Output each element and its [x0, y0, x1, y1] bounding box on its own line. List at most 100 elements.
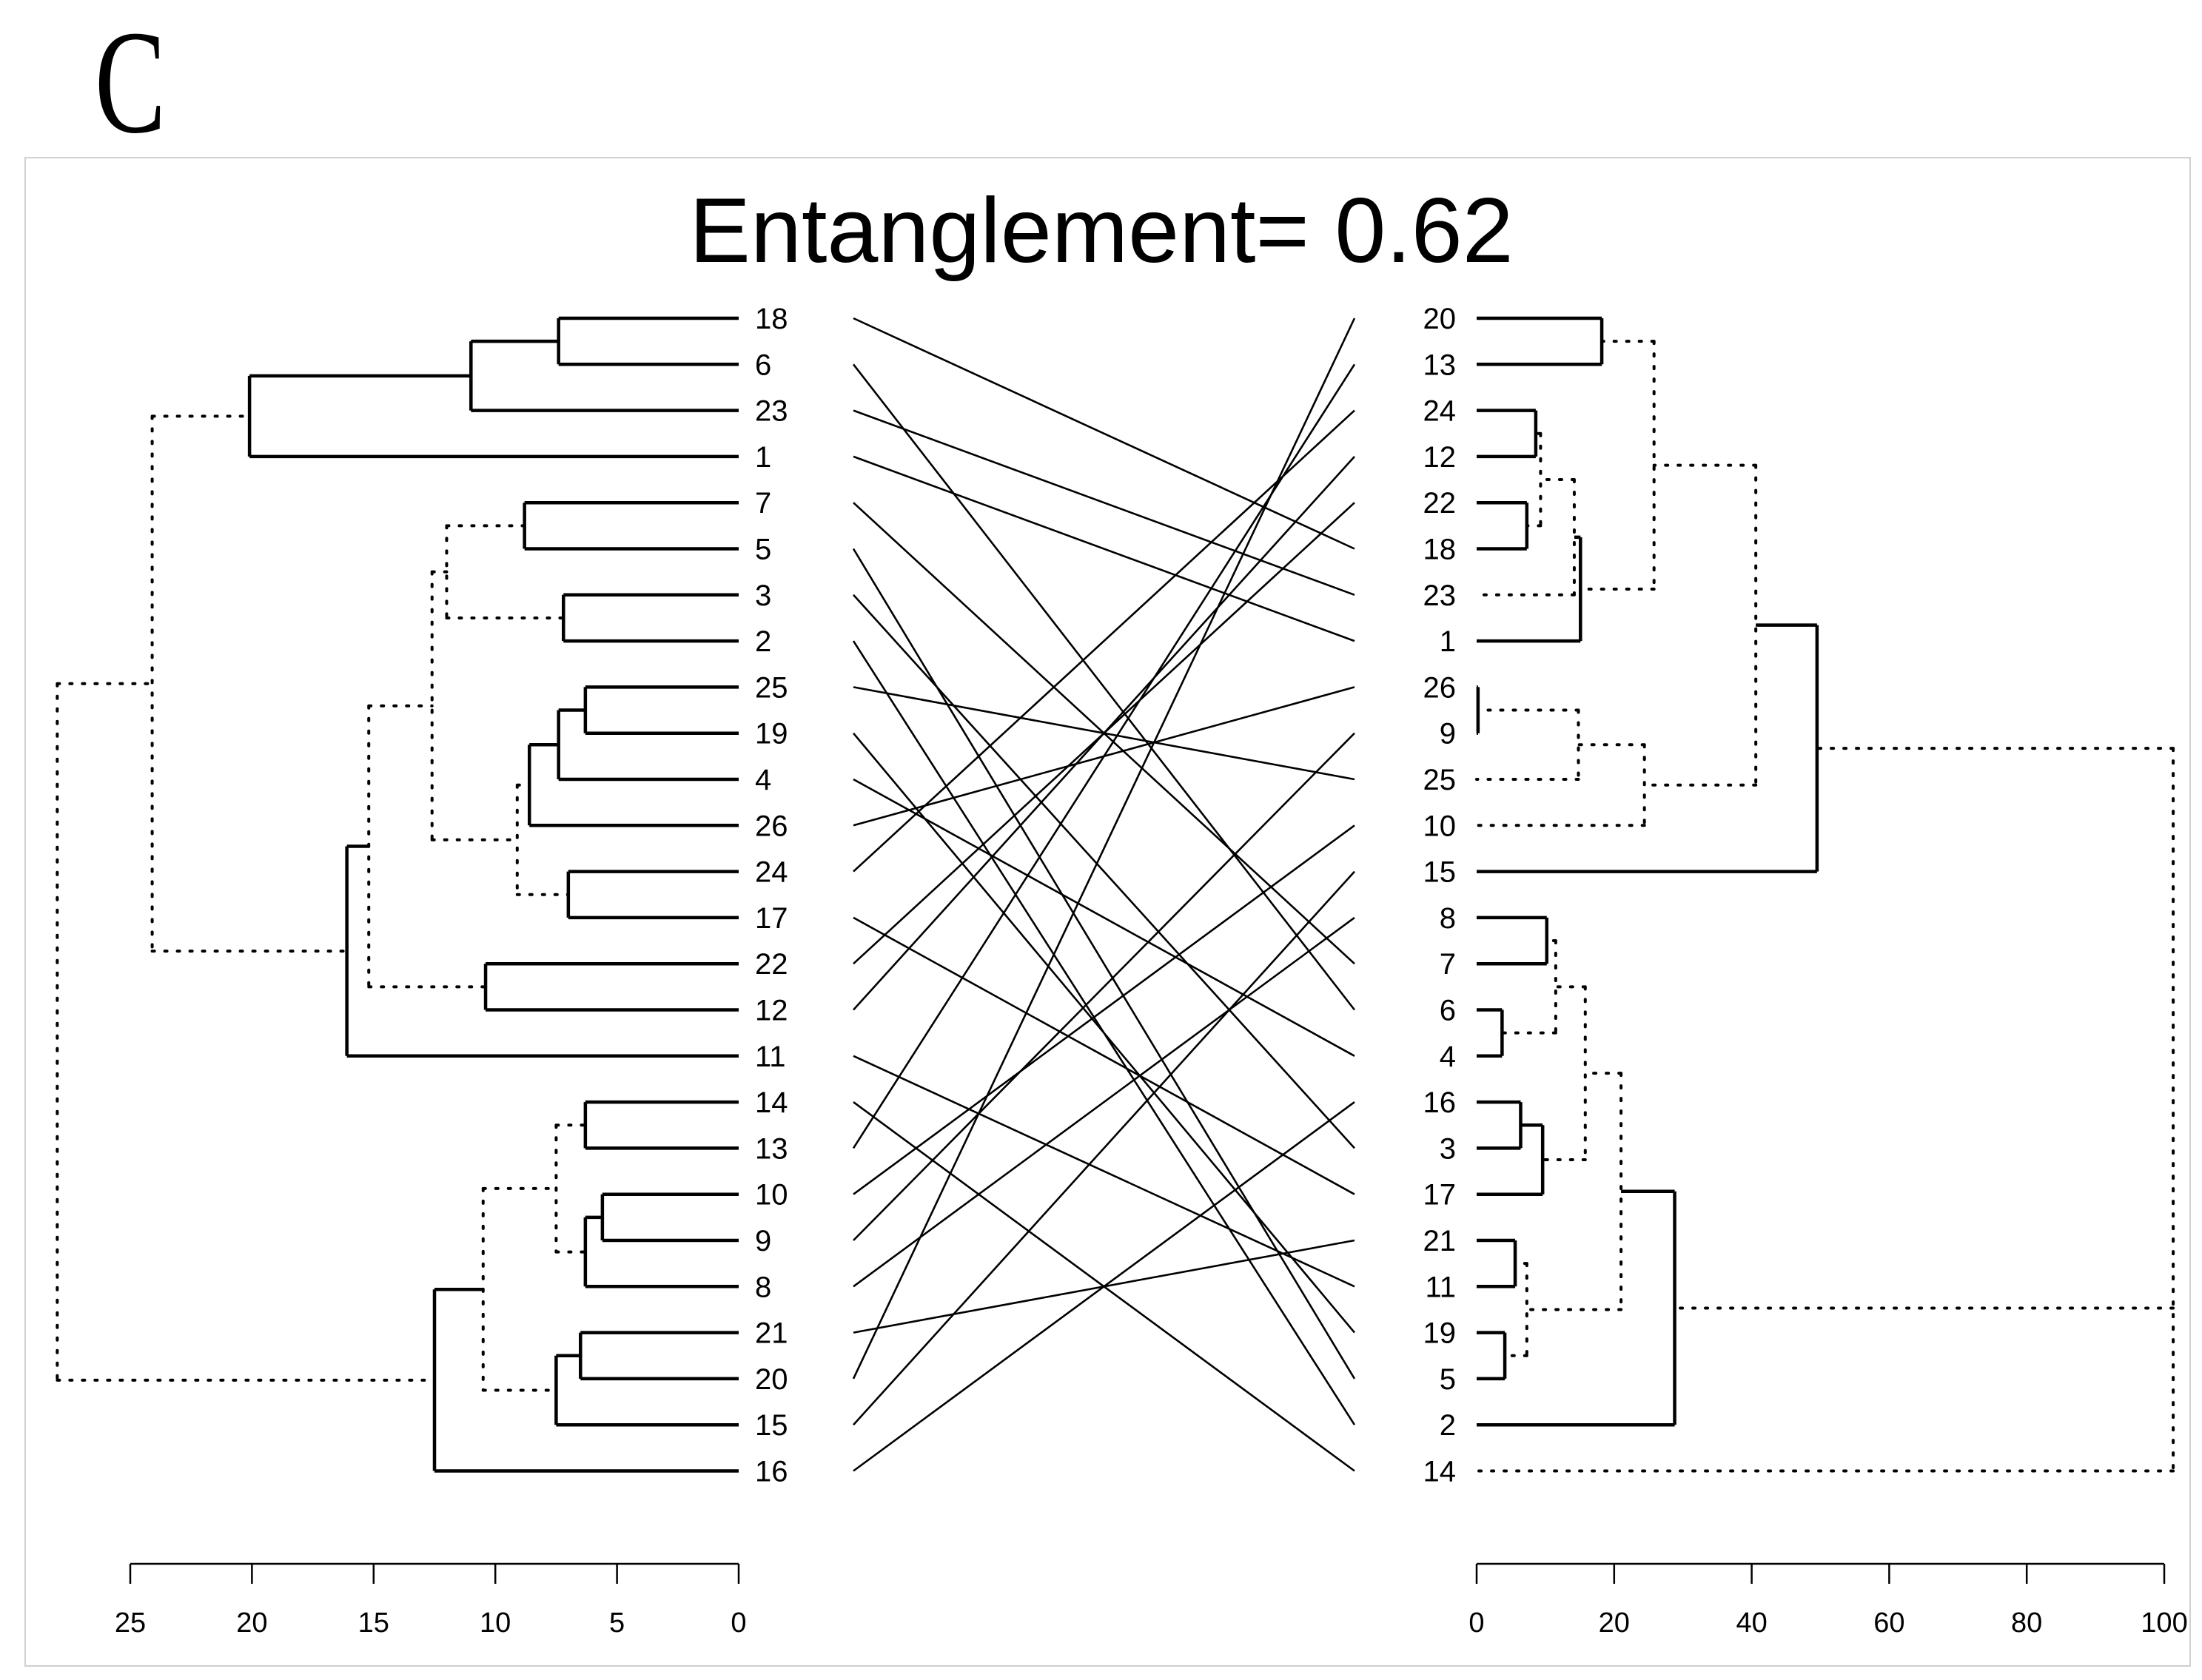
right-leaf-label: 19: [1423, 1317, 1457, 1350]
left-leaf-label: 15: [755, 1409, 788, 1442]
left-merge-11: [579, 1331, 739, 1381]
right-leaf-label: 26: [1423, 671, 1457, 704]
left-dendrogram: [56, 316, 739, 1473]
connection-line: [853, 870, 1355, 1426]
connection-line: [852, 363, 1356, 1149]
left-leaf-label: 24: [755, 856, 788, 889]
right-leaf-label: 23: [1423, 579, 1457, 612]
right-merge-8: [1475, 708, 1580, 781]
right-height-axis: 0 20 40 60 80 100: [1468, 1562, 2188, 1639]
right-merge-14: [1500, 939, 1557, 1035]
left-tick-label: 0: [731, 1607, 746, 1639]
right-tick-label: 80: [2011, 1607, 2042, 1639]
left-leaf-label: 18: [755, 303, 788, 335]
right-merge-0: [1477, 316, 1604, 366]
left-leaf-label: 17: [755, 902, 788, 935]
left-leaf-label: 26: [755, 810, 788, 842]
connecting-lines: [852, 317, 1356, 1472]
right-leaf-label: 15: [1423, 856, 1457, 889]
right-leaf-label: 13: [1423, 349, 1457, 381]
right-leaf-label: 1: [1440, 625, 1456, 658]
right-leaf-label: 14: [1423, 1456, 1457, 1488]
right-tick-label: 0: [1468, 1607, 1484, 1639]
left-leaf-label: 5: [755, 534, 771, 566]
right-tick-label: 40: [1736, 1607, 1767, 1639]
connection-line: [852, 363, 1356, 1011]
figure-frame: [24, 157, 2191, 1667]
right-merge-12: [1477, 915, 1549, 966]
left-leaf-label: 3: [755, 579, 771, 612]
left-tick-label: 20: [236, 1607, 267, 1639]
left-tick-label: 15: [358, 1607, 389, 1639]
left-merge-3: [583, 685, 739, 735]
chart-title: Entanglement= 0.62: [689, 180, 1513, 282]
connection-line: [853, 732, 1355, 1241]
left-merge-7: [483, 961, 739, 1012]
right-leaf-label: 11: [1425, 1271, 1456, 1303]
left-merge-14: [247, 374, 739, 459]
left-merge-22: [481, 1186, 558, 1392]
right-leaf-label: 5: [1440, 1363, 1456, 1396]
right-leaf-label: 25: [1423, 764, 1457, 796]
left-merge-16: [515, 783, 570, 896]
right-leaf-label: 4: [1440, 1041, 1456, 1073]
left-merge-9: [600, 1192, 739, 1243]
connection-line: [853, 409, 1355, 597]
right-leaf-label: 7: [1440, 948, 1456, 981]
connection-line: [853, 1055, 1355, 1288]
left-merge-6: [566, 870, 739, 920]
right-leaf-label: 9: [1440, 718, 1456, 750]
left-merge-0: [557, 316, 739, 366]
left-merge-8: [583, 1100, 739, 1150]
right-merge-11: [1477, 623, 1819, 873]
right-merge-15: [1477, 1100, 1523, 1150]
right-merge-4: [1475, 478, 1576, 597]
right-dendrogram: [1475, 316, 2175, 1473]
left-leaf-label: 8: [755, 1271, 771, 1303]
left-leaf-label: 22: [755, 948, 788, 981]
right-tick-label: 100: [2141, 1607, 2187, 1639]
left-leaf-labels: 1862317532251942624172212111413109821201…: [755, 303, 788, 1488]
left-merge-1: [523, 500, 739, 551]
left-tick-label: 25: [115, 1607, 146, 1639]
right-merge-7: [1476, 685, 1480, 735]
left-leaf-label: 11: [755, 1041, 786, 1073]
left-merge-23: [432, 1287, 739, 1473]
right-leaf-label: 12: [1423, 441, 1457, 474]
right-merge-6: [1579, 340, 1656, 591]
connection-line: [853, 594, 1355, 1149]
left-merge-10: [583, 1215, 739, 1288]
left-tick-label: 10: [480, 1607, 511, 1639]
left-leaf-label: 19: [755, 718, 788, 750]
right-merge-9: [1475, 743, 1646, 827]
right-leaf-labels: 2013241222182312692510158764163172111195…: [1423, 303, 1457, 1488]
left-leaf-label: 14: [755, 1086, 788, 1119]
connection-line: [853, 409, 1355, 873]
left-leaf-label: 1: [755, 441, 771, 474]
right-merge-19: [1477, 1331, 1507, 1381]
right-merge-16: [1477, 1123, 1545, 1196]
right-merge-20: [1503, 1262, 1528, 1357]
right-tick-label: 60: [1873, 1607, 1904, 1639]
right-leaf-label: 18: [1423, 534, 1457, 566]
right-merge-13: [1477, 1008, 1504, 1058]
right-leaf-label: 24: [1423, 395, 1457, 428]
left-leaf-label: 7: [755, 487, 771, 520]
connection-line: [853, 456, 1355, 1011]
right-leaf-label: 21: [1423, 1225, 1457, 1257]
right-tick-label: 20: [1599, 1607, 1630, 1639]
connection-line: [853, 778, 1355, 1057]
right-merge-3: [1525, 431, 1543, 528]
right-merge-18: [1477, 1238, 1517, 1288]
right-merge-22: [1477, 1189, 1676, 1427]
left-leaf-label: 13: [755, 1132, 788, 1165]
right-merge-10: [1642, 463, 1758, 787]
left-leaf-label: 6: [755, 349, 771, 381]
connection-line: [853, 1101, 1355, 1472]
connection-line: [853, 455, 1355, 642]
right-merge-21: [1525, 1072, 1623, 1311]
left-merge-24: [56, 682, 436, 1382]
left-merge-5: [527, 743, 739, 827]
right-leaf-label: 6: [1440, 995, 1456, 1027]
